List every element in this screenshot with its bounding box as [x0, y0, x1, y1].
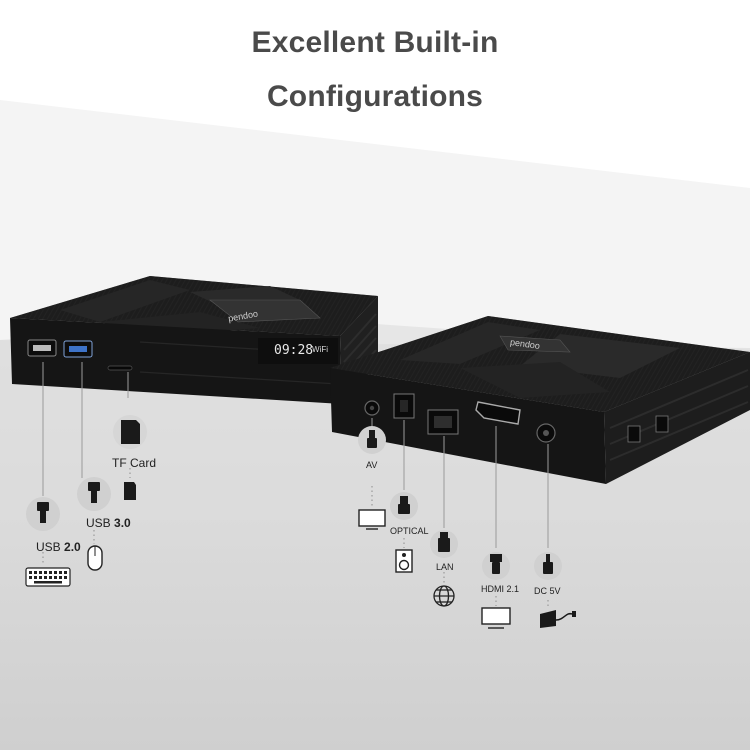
- tv-icon: [481, 607, 511, 629]
- microsd-icon: [124, 482, 136, 500]
- globe-icon: [433, 585, 455, 607]
- hdmi-plug-icon: [490, 554, 502, 574]
- label-usb-2: USB 2.0: [36, 540, 81, 554]
- monitor-icon: [358, 509, 386, 530]
- label-usb-3: USB 3.0: [86, 516, 131, 530]
- heading-line-2: Configurations: [266, 80, 484, 113]
- optical-plug-icon: [398, 496, 410, 514]
- usb-plug-icon: [37, 502, 49, 523]
- heading-line-1: Excellent Built-in: [251, 26, 499, 59]
- keyboard-icon: [25, 567, 71, 587]
- ethernet-plug-icon: [438, 532, 450, 552]
- device-clock-display: 09:28: [274, 343, 314, 358]
- device-wifi-indicator: WiFi: [312, 345, 328, 354]
- mouse-icon: [87, 545, 103, 571]
- left-device: [10, 276, 378, 404]
- label-tf-card: TF Card: [112, 456, 157, 470]
- label-optical: OPTICAL: [390, 526, 429, 536]
- sd-card-icon: [121, 420, 140, 444]
- usb-plug-icon: [88, 482, 100, 503]
- connector-lines: [42, 362, 549, 548]
- right-device: [330, 316, 750, 484]
- power-adapter-icon: [540, 610, 576, 628]
- label-dc-5v: DC 5V: [534, 586, 561, 596]
- speaker-icon: [395, 549, 413, 573]
- label-lan: LAN: [436, 562, 454, 572]
- label-hdmi: HDMI 2.1: [481, 584, 520, 594]
- dc-plug-icon: [543, 554, 553, 574]
- av-plug-icon: [367, 430, 377, 448]
- label-av: AV: [366, 460, 378, 470]
